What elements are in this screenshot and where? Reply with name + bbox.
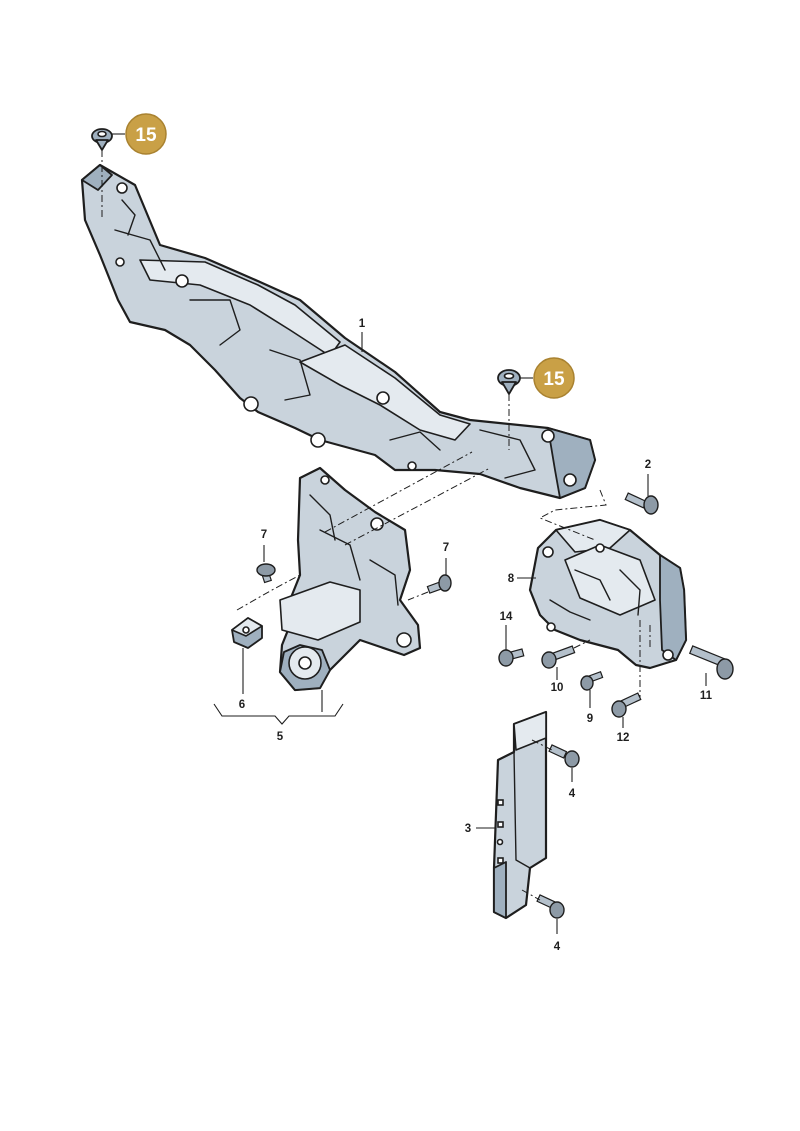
- part-5-bracket[interactable]: [278, 466, 422, 692]
- badge-15-right[interactable]: 15: [520, 357, 575, 399]
- label-12: 12: [617, 732, 630, 744]
- label-2: 2: [645, 459, 651, 471]
- badge-15-top-text: 15: [135, 125, 157, 146]
- part-3-trim-strip[interactable]: [492, 710, 548, 920]
- part-10-screw[interactable]: [541, 645, 576, 669]
- label-7-left: 7: [261, 529, 267, 541]
- label-10: 10: [551, 682, 564, 694]
- part-8-bracket[interactable]: [528, 518, 688, 670]
- label-4-lower: 4: [554, 941, 561, 953]
- part-14-screw[interactable]: [498, 648, 525, 667]
- badge-15-top[interactable]: 15: [112, 113, 167, 155]
- label-7-right: 7: [443, 542, 449, 554]
- badge-15-right-circle: [533, 357, 575, 399]
- label-8: 8: [508, 573, 515, 585]
- label-1: 1: [359, 318, 366, 330]
- part-4-screw-lower[interactable]: [536, 894, 565, 919]
- label-9: 9: [587, 713, 593, 725]
- part-7-screw-right[interactable]: [426, 574, 452, 594]
- part-6-clip-nut[interactable]: [231, 617, 263, 649]
- label-4-upper: 4: [569, 788, 576, 800]
- part-2-screw[interactable]: [624, 492, 659, 515]
- badge-15-right-text: 15: [543, 369, 565, 390]
- part-7-screw-left[interactable]: [256, 563, 276, 584]
- part-15-clip-right[interactable]: [497, 369, 521, 395]
- label-11: 11: [700, 690, 713, 702]
- label-5: 5: [277, 731, 284, 743]
- label-14: 14: [500, 611, 513, 623]
- part-4-screw-upper[interactable]: [548, 744, 580, 768]
- part-12-screw[interactable]: [611, 692, 642, 718]
- bracket-brace-5: [213, 703, 344, 725]
- label-3: 3: [465, 823, 471, 835]
- part-9-screw[interactable]: [580, 671, 604, 691]
- badge-15-top-circle: [125, 113, 167, 155]
- label-6: 6: [239, 699, 245, 711]
- part-1-cross-member[interactable]: [80, 163, 597, 500]
- part-15-clip-top[interactable]: [91, 128, 113, 151]
- part-11-bolt[interactable]: [688, 645, 734, 680]
